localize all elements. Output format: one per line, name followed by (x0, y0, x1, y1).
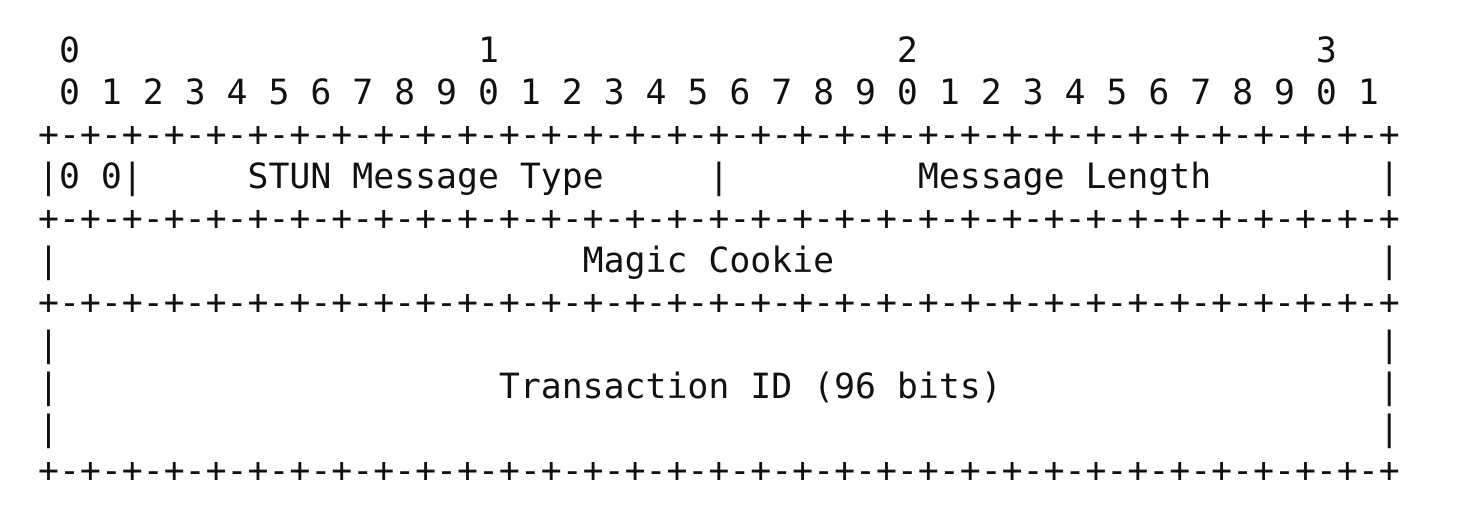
magic-cookie-row: | Magic Cookie | (38, 241, 1400, 281)
transaction-id-row: | Transaction ID (96 bits) | (38, 367, 1400, 407)
stun-header-diagram: 0 1 2 3 0 1 2 3 4 5 6 7 8 9 0 1 2 3 4 5 … (38, 30, 1400, 492)
row-border-3: +-+-+-+-+-+-+-+-+-+-+-+-+-+-+-+-+-+-+-+-… (38, 283, 1400, 323)
row-border-top: +-+-+-+-+-+-+-+-+-+-+-+-+-+-+-+-+-+-+-+-… (38, 115, 1400, 155)
row-border-2: +-+-+-+-+-+-+-+-+-+-+-+-+-+-+-+-+-+-+-+-… (38, 199, 1400, 239)
message-type-length-row: |0 0| STUN Message Type | Message Length… (38, 157, 1400, 197)
row-border-bottom: +-+-+-+-+-+-+-+-+-+-+-+-+-+-+-+-+-+-+-+-… (38, 451, 1400, 491)
bit-tens-row: 0 1 2 3 (38, 31, 1337, 71)
bit-units-row: 0 1 2 3 4 5 6 7 8 9 0 1 2 3 4 5 6 7 8 9 … (38, 73, 1379, 113)
transaction-id-pad-top: | | (38, 325, 1400, 365)
transaction-id-pad-bottom: | | (38, 409, 1400, 449)
